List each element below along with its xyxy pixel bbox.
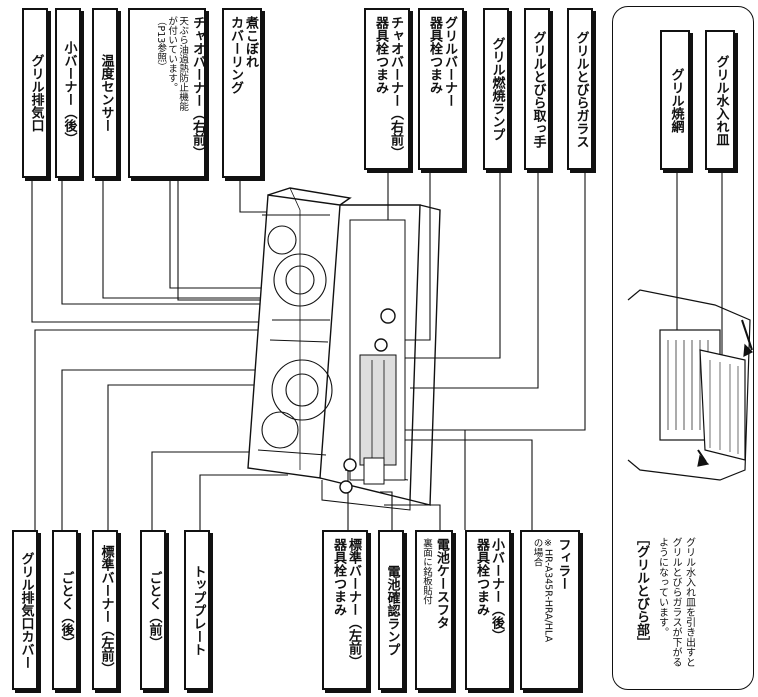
label-grill-net: グリル焼網: [660, 30, 690, 170]
label-text: トッププレート: [190, 565, 205, 656]
label-exhaust-cover: グリル排気口カバー: [12, 530, 38, 690]
label-text: 標準バーナー（左前）: [98, 545, 113, 675]
label-text: チャオバーナー（右前） 器具栓つまみ: [372, 16, 402, 159]
label-note: 天ぷら油過熱防止機能 が付いています。 （P13参照）: [154, 16, 187, 111]
label-text: グリル排気口カバー: [18, 552, 33, 669]
inset-description: グリル水入れ皿を引き出すと グリルとびらガラスが下がる ようになっています。: [655, 537, 696, 667]
label-text: チャオバーナー（右前）: [189, 16, 204, 159]
label-text: 電池確認ランプ: [384, 565, 399, 656]
label-std-burner: 標準バーナー（左前）: [92, 530, 118, 690]
label-text: フィラー: [554, 538, 569, 590]
label-text: 小バーナー（後）: [61, 41, 76, 145]
label-text: 煮こぼれ カバーリング: [227, 16, 257, 94]
label-battery-case: 電池ケースフタ 裏面に銘板貼付: [415, 530, 453, 690]
label-chao-burner: チャオバーナー（右前） 天ぷら油過熱防止機能 が付いています。 （P13参照）: [128, 8, 206, 178]
label-text: グリル水入れ皿: [713, 55, 728, 146]
label-small-burner-rear: 小バーナー（後）: [55, 8, 81, 178]
label-battery-lamp: 電池確認ランプ: [378, 530, 404, 690]
label-grill-knob: グリルバーナー 器具栓つまみ: [418, 8, 464, 170]
label-small-knob: 小バーナー（後） 器具栓つまみ: [465, 530, 511, 690]
label-text: 小バーナー（後） 器具栓つまみ: [473, 538, 503, 642]
label-text: グリル燃焼ランプ: [489, 37, 504, 141]
label-text: グリルとびら取っ手: [530, 31, 545, 148]
inset-title: ［グリルとびら部］: [633, 532, 648, 649]
label-text: グリル焼網: [668, 68, 683, 133]
label-text: ごとく（後）: [58, 571, 73, 649]
label-chao-knob: チャオバーナー（右前） 器具栓つまみ: [364, 8, 410, 170]
label-text: 標準バーナー（左前） 器具栓つまみ: [330, 538, 360, 668]
label-filler: フィラー ※HR-A345R-HRA/HLA の場合: [520, 530, 580, 690]
label-text: ごとく（前）: [146, 571, 161, 649]
label-grill-tray: グリル水入れ皿: [705, 30, 735, 170]
label-trivet-rear: ごとく（後）: [52, 530, 78, 690]
label-grill-lamp: グリル燃焼ランプ: [483, 8, 509, 170]
label-top-plate: トッププレート: [184, 530, 210, 690]
label-text: 電池ケースフタ: [433, 538, 448, 629]
label-grill-door-handle: グリルとびら取っ手: [524, 8, 550, 170]
label-text: グリル排気口: [28, 54, 43, 132]
label-text: グリルバーナー 器具栓つまみ: [426, 16, 456, 107]
label-trivet-front: ごとく（前）: [140, 530, 166, 690]
label-grill-door-glass: グリルとびらガラス: [567, 8, 593, 170]
label-temp-sensor: 温度センサー: [92, 8, 118, 178]
label-note: 裏面に銘板貼付: [420, 538, 431, 605]
label-note: ※HR-A345R-HRA/HLA の場合: [531, 538, 553, 642]
label-text: 温度センサー: [98, 54, 113, 132]
label-std-knob: 標準バーナー（左前） 器具栓つまみ: [322, 530, 368, 690]
label-grill-exhaust: グリル排気口: [22, 8, 48, 178]
label-spill-ring: 煮こぼれ カバーリング: [222, 8, 262, 178]
label-text: グリルとびらガラス: [573, 31, 588, 148]
cooktop-illustration: [248, 188, 440, 510]
